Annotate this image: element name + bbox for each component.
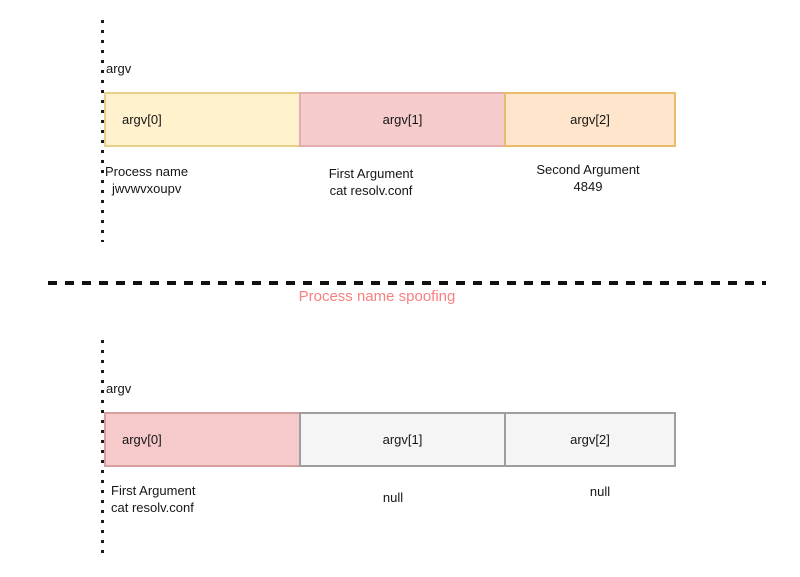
caption-title: Second Argument <box>536 162 640 177</box>
argv-cell-original-2: argv[2] <box>504 92 676 147</box>
argv-cell-label: argv[1] <box>382 112 423 127</box>
argv-cell-original-1: argv[1] <box>299 92 506 147</box>
dotted-guideline-top <box>101 20 104 242</box>
caption-null-2: null <box>500 483 700 500</box>
caption-value: null <box>589 484 611 499</box>
argv-pointer-label-original: argv <box>106 61 132 76</box>
argv-cell-spoofed-0: argv[0] <box>104 412 301 467</box>
caption-value: jwvwvxoupv <box>112 181 182 196</box>
caption-second-argument: Second Argument 4849 <box>488 161 688 195</box>
caption-title: Process name <box>105 164 189 179</box>
caption-value: cat resolv.conf <box>111 500 194 515</box>
caption-value: null <box>382 490 404 505</box>
argv-cell-spoofed-2: argv[2] <box>504 412 676 467</box>
argv-cell-label: argv[1] <box>382 432 423 447</box>
argv-cell-label: argv[0] <box>122 432 162 447</box>
argv-cell-label: argv[2] <box>570 112 610 127</box>
caption-process-name: Process name jwvwvxoupv <box>105 163 188 197</box>
caption-title: First Argument <box>328 166 414 181</box>
caption-value: 4849 <box>573 179 603 194</box>
argv-array-spoofed: argv[0] argv[1] argv[2] <box>104 412 676 467</box>
dotted-guideline-bottom <box>101 340 104 556</box>
argv-cell-original-0: argv[0] <box>104 92 301 147</box>
argv-cell-spoofed-1: argv[1] <box>299 412 506 467</box>
caption-first-argument-original: First Argument cat resolv.conf <box>271 165 471 199</box>
argv-pointer-label-spoofed: argv <box>106 381 132 396</box>
argv-array-original: argv[0] argv[1] argv[2] <box>104 92 676 147</box>
divider-dashed-line <box>48 281 766 285</box>
argv-cell-label: argv[2] <box>570 432 610 447</box>
caption-title: First Argument <box>111 483 196 498</box>
caption-null-1: null <box>293 489 493 506</box>
caption-first-argument-spoofed: First Argument cat resolv.conf <box>111 482 196 516</box>
divider-label: Process name spoofing <box>298 288 456 305</box>
argv-cell-label: argv[0] <box>122 112 162 127</box>
caption-value: cat resolv.conf <box>329 183 413 198</box>
